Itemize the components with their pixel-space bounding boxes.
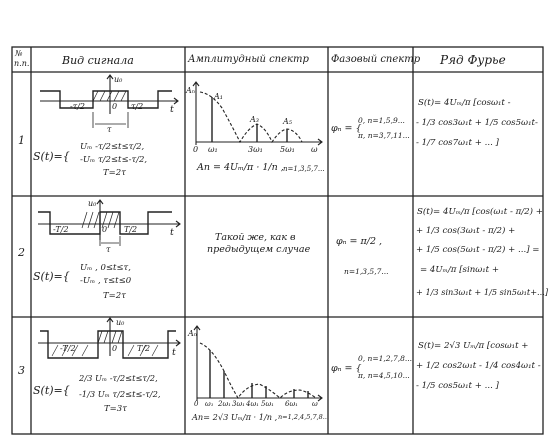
row-1-x0-label: 0 <box>193 145 199 154</box>
row-3-s-def-case2: -1/3 Uₘ τ/2≤t≤-τ/2, <box>79 389 161 399</box>
row-2-zero-label: 0 <box>102 225 108 234</box>
row-1-s-def-period: T=2τ <box>103 168 126 178</box>
row-1-s-def-case2: -Uₘ τ/2≤t≤-τ/2, <box>80 155 148 165</box>
row-3-amp-n: n=1,2,4,5,7,8... <box>278 413 329 421</box>
row-3-An-label: Aₙ <box>188 329 198 338</box>
row-3-x1-label: ω₁ <box>205 400 214 408</box>
row-3-envelope <box>199 342 317 400</box>
table-border <box>11 46 544 435</box>
row-3-x4-label: 4ω₁ <box>246 400 259 408</box>
row-2-s-def-case2: -Uₘ , τ≤t≤0 <box>80 276 132 286</box>
row-3-t-label: t <box>172 347 176 358</box>
row-3-phase-lhs: φₙ = { <box>331 363 362 374</box>
row-3-phase-case2: π, n=4,5,10... <box>358 371 410 380</box>
row-3-pos-label: T/2 <box>137 344 151 353</box>
row-1-w-label: ω <box>311 145 318 154</box>
row-2-u0-label: u₀ <box>88 199 97 208</box>
row-1-series-line3: - 1/7 cos7ω₁t + ... ] <box>416 138 499 148</box>
row-3-s-def-case1: 2/3 Uₘ -τ/2≤t≤τ/2, <box>79 373 158 383</box>
row-2-neg-label: -T/2 <box>53 225 69 234</box>
row-2-series-line2: + 1/3 cos(3ω₁t - π/2) + <box>416 226 516 236</box>
row-2-series-line4: = 4Uₘ/π [sinω₁t + <box>420 265 500 275</box>
row-1-s-def-lhs: S(t)={ <box>33 150 70 163</box>
row-3-x3-label: 3ω₁ <box>232 400 245 408</box>
row-3-w-label: ω <box>312 400 318 408</box>
header-phase-spectrum: Фазовый спектр <box>331 54 421 65</box>
row-1-A3-label: A₃ <box>250 115 259 124</box>
row-2-amp-text-line2: предыдущем случае <box>207 244 311 255</box>
row-1-neg-label: -τ/2 <box>70 102 85 111</box>
row-3-x0-label: 0 <box>194 400 199 408</box>
header-signal-type: Вид сигнала <box>62 54 134 67</box>
row-2-t-label: t <box>170 227 174 238</box>
row-2-pos-label: T/2 <box>124 225 138 234</box>
row-1-amp-n: n=1,3,5,7... <box>283 165 325 173</box>
row-3-zero-label: 0 <box>112 344 118 353</box>
row-1-amp-formula: An = 4Uₘ/π · 1/n , <box>197 162 284 173</box>
row-3-series-line1: S(t)= 2√3 Uₘ/π [cosω₁t + <box>418 341 529 351</box>
row-1-envelope <box>199 91 303 144</box>
row-1-An-label: Aₙ <box>186 86 196 95</box>
row-3-neg-label: -T/2 <box>60 344 76 353</box>
row-1-series-line1: S(t)= 4Uₘ/π [cosω₁t - <box>418 98 511 108</box>
header-amp-spectrum: Амплитудный спектр <box>188 54 309 65</box>
row-2-series-line5: + 1/3 sin3ω₁t + 1/5 sin5ω₁t+...] <box>416 287 549 297</box>
row-1-x1-label: ω₁ <box>208 145 218 154</box>
row-3-phase-case1: 0, n=1,2,7,8... <box>358 354 413 363</box>
row-3-number: 3 <box>18 364 25 377</box>
row-1-t-label: t <box>170 104 174 115</box>
row-3-series-line2: + 1/2 cos2ω₁t - 1/4 cos4ω₁t - <box>416 361 541 371</box>
row-1-tau-label: τ <box>107 125 112 134</box>
row-1-u0-label: u₀ <box>114 75 123 84</box>
row-1-x3-label: 3ω₁ <box>248 145 263 154</box>
row-3-x6-label: 6ω₁ <box>285 400 298 408</box>
row-1-phase-lhs: φₙ = { <box>331 123 362 134</box>
row-3-x5-label: 5ω₁ <box>261 400 274 408</box>
header-fourier-series: Ряд Фурье <box>440 53 506 67</box>
row-1-phase-case2: π, n=3,7,11... <box>358 131 410 140</box>
header-num-line1: № <box>15 49 23 58</box>
row-3-u0-label: u₀ <box>116 318 125 327</box>
row-1-A5-label: A₅ <box>283 117 292 126</box>
row-2-amp-text-line1: Такой же, как в <box>215 232 296 243</box>
row-2-phase-value: φₙ = π/2 , <box>336 236 383 247</box>
row-2-s-def-period: T=2τ <box>103 291 126 301</box>
row-2-s-def-case1: Uₘ , 0≤t≤τ, <box>80 263 131 273</box>
row-2-number: 2 <box>18 246 25 259</box>
row-1-series-line2: - 1/3 cos3ω₁t + 1/5 cos5ω₁t- <box>416 118 538 128</box>
row-1-zero-label: 0 <box>112 102 118 111</box>
row-1-pos-label: τ/2 <box>131 102 144 111</box>
row-1-A1-label: A₁ <box>214 92 223 101</box>
row-2-series-line3: + 1/5 cos(5ω₁t - π/2) + ...] = <box>416 245 540 255</box>
row-1-number: 1 <box>18 134 25 147</box>
header-num-line2: п.п. <box>14 59 30 68</box>
row-3-x2-label: 2ω₁ <box>218 400 231 408</box>
row-3-s-def-lhs: S(t)={ <box>33 384 70 397</box>
row-2-tau-label: τ <box>106 245 111 254</box>
row-3-amp-formula: An= 2√3 Uₘ/π · 1/n , <box>192 412 278 422</box>
row-1-x5-label: 5ω₁ <box>280 145 295 154</box>
row-1-s-def-case1: Uₘ -τ/2≤t≤τ/2, <box>80 142 145 152</box>
row-2-s-def-lhs: S(t)={ <box>33 270 70 283</box>
row-3-s-def-period: T=3τ <box>104 404 127 414</box>
row-1-phase-case1: 0, n=1,5,9... <box>358 116 405 125</box>
row-2-phase-n: n=1,3,5,7... <box>344 267 389 276</box>
row-2-series-line1: S(t)= 4Uₘ/π [cos(ω₁t - π/2) + <box>417 207 543 217</box>
row-3-series-line3: - 1/5 cos5ω₁t + ... ] <box>416 381 499 391</box>
